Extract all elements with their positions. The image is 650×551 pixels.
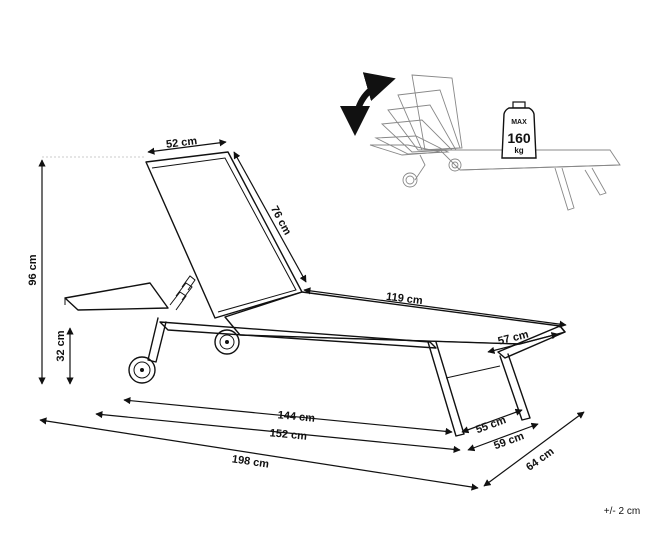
tolerance-note: +/- 2 cm — [604, 506, 640, 517]
dim-total-width: 64 cm — [524, 445, 556, 473]
dim-backrest-width: 52 cm — [165, 135, 198, 151]
dim-seat-length: 119 cm — [385, 291, 423, 307]
dim-leg-width: 55 cm — [474, 414, 508, 436]
dim-base-width: 59 cm — [492, 430, 526, 452]
dim-seat-height: 32 cm — [55, 330, 67, 361]
dimension-labels: 52 cm 76 cm 119 cm 57 cm 96 cm 32 cm 144… — [27, 135, 640, 517]
dim-base-length-inner: 144 cm — [277, 409, 316, 425]
dim-base-length-outer: 152 cm — [269, 427, 308, 443]
dim-total-height: 96 cm — [27, 254, 39, 285]
weight-icon: MAX 160 kg — [501, 101, 537, 159]
dimension-lines — [38, 139, 585, 491]
curved-arrow-icon — [340, 72, 396, 136]
weight-max-label: MAX — [511, 119, 527, 126]
weight-value: 160 — [507, 130, 531, 146]
dim-total-length: 198 cm — [231, 453, 270, 470]
reclining-positions-inset: MAX 160 kg — [340, 72, 621, 211]
lounger-drawing — [64, 151, 566, 437]
weight-unit: kg — [514, 146, 523, 155]
